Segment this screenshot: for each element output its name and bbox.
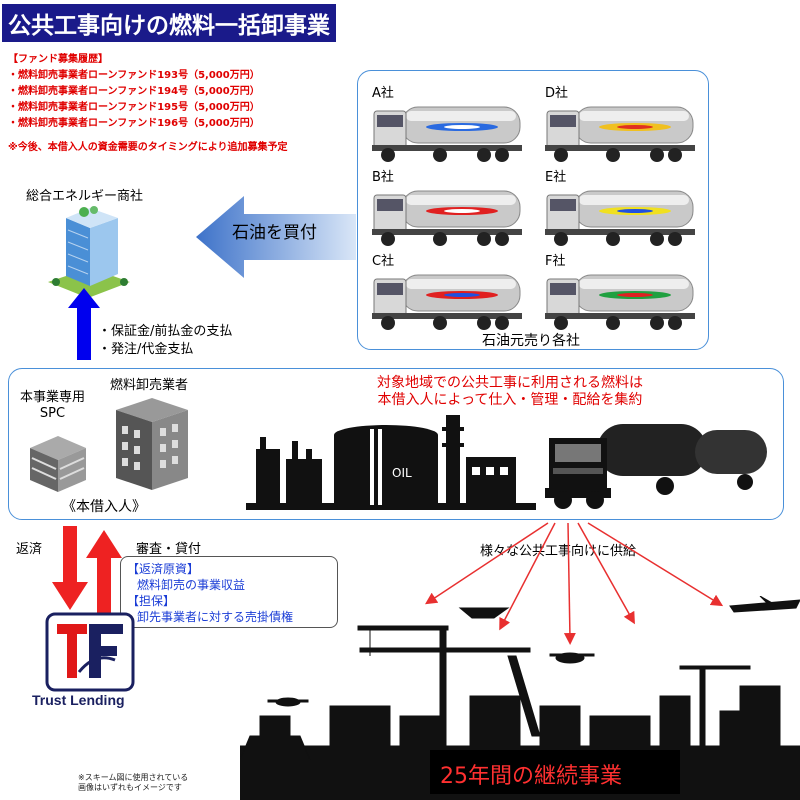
supplier-name: D社 (545, 86, 569, 101)
supplier-name: E社 (545, 170, 567, 185)
tanker-truck-icon (372, 274, 522, 330)
supplier-name: C社 (372, 254, 395, 269)
tanker-truck-icon (372, 190, 522, 246)
fund-item: ・燃料卸売事業者ローンファンド196号（5,000万円） (8, 118, 260, 129)
suppliers-panel (357, 70, 709, 350)
construction-skyline (240, 596, 800, 800)
spc-label-line: SPC (39, 406, 66, 421)
payment-term: ・発注/代金支払 (98, 342, 194, 357)
lender-name: Trust Lending (32, 692, 125, 708)
disclaimer: ※スキーム図に使用されている 画像はいずれもイメージです (78, 773, 188, 793)
supplier-truck: F社 (545, 250, 697, 337)
fund-item: ・燃料卸売事業者ローンファンド194号（5,000万円） (8, 86, 260, 97)
fund-item: ・燃料卸売事業者ローンファンド195号（5,000万円） (8, 102, 260, 113)
repayment-source-text: 燃料卸売の事業収益 (137, 578, 246, 592)
supplier-truck: A社 (372, 82, 524, 169)
buy-arrow (196, 196, 356, 278)
fund-history: 【ファンド募集履歴】 ・燃料卸売事業者ローンファンド193号（5,000万円） … (8, 52, 288, 156)
payment-arrow (68, 288, 100, 360)
supplier-name: F社 (545, 254, 566, 269)
collateral-heading: 【担保】 (127, 594, 176, 608)
fund-note: ※今後、本借入人の資金需要のタイミングにより追加募集予定 (8, 142, 288, 153)
supply-label: 様々な公共工事向けに供給 (480, 544, 637, 559)
spc-building-icon (30, 436, 86, 492)
tanker-truck-icon (545, 106, 695, 162)
loan-label: 審査・貸付 (136, 542, 202, 557)
disclaimer-line: ※スキーム図に使用されている (78, 773, 189, 782)
tanker-truck-icon (372, 106, 522, 162)
description-line: 対象地域での公共工事に利用される燃料は (377, 375, 643, 391)
oil-tank-text: OIL (392, 466, 412, 480)
supplier-name: B社 (372, 170, 394, 185)
buy-arrow-label: 石油を買付 (232, 223, 317, 243)
wholesaler-label: 燃料卸売業者 (110, 378, 189, 393)
supplier-truck: D社 (545, 82, 697, 169)
fund-heading: 【ファンド募集履歴】 (8, 54, 108, 65)
spc-label-line: 本事業専用 (20, 390, 86, 405)
collateral-text: 卸先事業者に対する売掛債権 (137, 610, 294, 624)
refinery-icon: OIL (246, 415, 536, 510)
borrower-description: 対象地域での公共工事に利用される燃料は 本借入人によって仕入・管理・配給を集約 (320, 375, 700, 409)
page-title: 公共工事向けの燃料一括卸事業 (2, 4, 336, 42)
tanker-truck-icon (545, 424, 767, 509)
payment-terms: ・保証金/前払金の支払 ・発注/代金支払 (98, 323, 232, 359)
borrower-panel (8, 368, 784, 520)
trading-company-label: 総合エネルギー商社 (26, 189, 144, 204)
fund-item: ・燃料卸売事業者ローンファンド193号（5,000万円） (8, 70, 260, 81)
supply-arrows (424, 522, 724, 645)
supplier-truck: B社 (372, 166, 524, 253)
repay-label: 返済 (16, 542, 43, 557)
repay-arrow (52, 526, 88, 610)
borrower-label: 《本借入人》 (62, 499, 146, 515)
loan-arrow (86, 530, 122, 614)
trust-lending-logo (45, 612, 135, 692)
result-label: 25年間の継続事業 (440, 764, 622, 789)
tanker-truck-icon (545, 190, 695, 246)
supplier-truck: E社 (545, 166, 697, 253)
suppliers-caption: 石油元売り各社 (482, 333, 580, 349)
spc-label: 本事業専用 SPC (20, 390, 85, 422)
tanker-truck-icon (545, 274, 695, 330)
disclaimer-line: 画像はいずれもイメージです (78, 783, 182, 792)
building-icon (48, 206, 130, 298)
supplier-name: A社 (372, 86, 394, 101)
description-line: 本借入人によって仕入・管理・配給を集約 (377, 392, 643, 408)
supplier-truck: C社 (372, 250, 524, 337)
payment-term: ・保証金/前払金の支払 (98, 324, 233, 339)
repayment-note-box: 【返済原資】 燃料卸売の事業収益 【担保】 卸先事業者に対する売掛債権 (120, 556, 338, 628)
repayment-source-heading: 【返済原資】 (127, 562, 200, 576)
wholesaler-building-icon (116, 398, 188, 490)
